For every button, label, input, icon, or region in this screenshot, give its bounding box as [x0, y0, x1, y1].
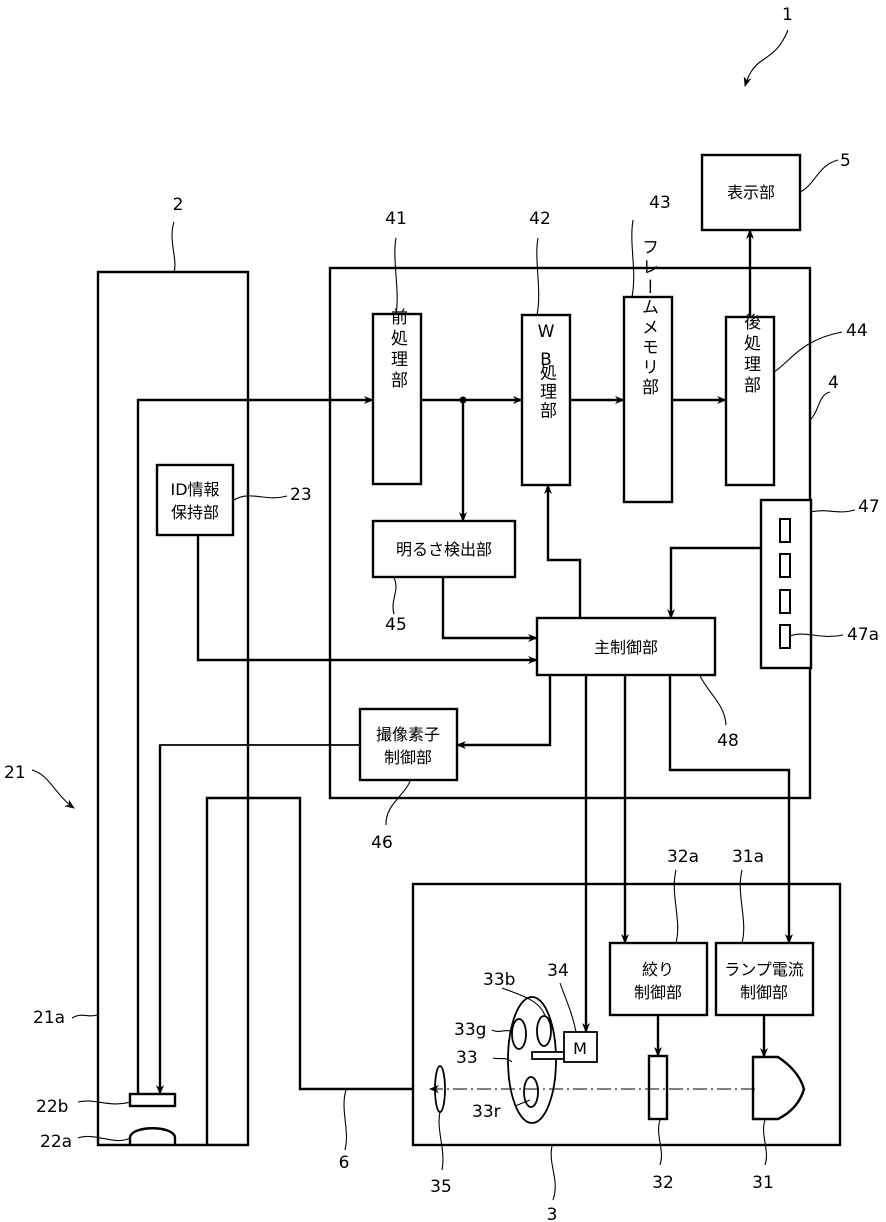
imager-control-block: [360, 709, 457, 780]
pre-processing-label: 前処理部: [387, 308, 408, 392]
ref-panel-button: 47a: [847, 625, 879, 645]
ref-operation-panel: 47: [858, 497, 880, 517]
lamp-current-control-label-1: ランプ電流: [724, 960, 804, 979]
ref-light-guide: 6: [339, 1153, 350, 1173]
ref-post-processing: 44: [846, 321, 868, 341]
ref-light-source: 3: [547, 1205, 558, 1222]
light-source-leader: [551, 1146, 555, 1200]
ref-id-holder: 23: [290, 485, 312, 505]
ref-aperture: 32: [652, 1173, 674, 1193]
lamp-current-control-label-2: 制御部: [740, 983, 788, 1002]
tube-leader: [72, 1015, 97, 1018]
post-processing-label: 後処理部: [740, 313, 761, 397]
ref-processor: 4: [828, 373, 839, 393]
ref-system: 1: [782, 5, 793, 25]
frame-memory-label: フレームメモリ部: [638, 238, 659, 398]
ref-red-filter: 33r: [472, 1102, 501, 1122]
panel-leader: [810, 510, 855, 512]
panel-button: [780, 590, 790, 613]
aperture-control-block: [610, 943, 707, 1015]
ref-insertion-tip: 21: [4, 763, 26, 783]
image-sensor: [130, 1094, 175, 1106]
ref-aperture-control: 32a: [667, 847, 699, 867]
ref-lamp: 31: [752, 1173, 774, 1193]
system-leader: [745, 30, 788, 86]
ref-condenser-lens: 35: [430, 1177, 452, 1197]
display-leader: [800, 160, 838, 192]
main-control-label: 主制御部: [594, 638, 658, 657]
endoscope-body: [98, 272, 248, 1145]
imager-control-label-1: 撮像素子: [376, 725, 440, 744]
aperture-control-label-2: 制御部: [634, 983, 682, 1002]
blue-filter: [537, 1016, 551, 1046]
imager-control-label-2: 制御部: [384, 748, 432, 767]
sensor-leader: [78, 1101, 130, 1104]
motor-label: M: [573, 1039, 587, 1058]
display-label: 表示部: [727, 183, 775, 202]
ref-frame-memory: 43: [649, 193, 671, 213]
endoscope-leader: [172, 222, 175, 272]
ref-wb-processing: 42: [529, 209, 551, 229]
ref-brightness-detection: 45: [385, 615, 407, 635]
ref-display: 5: [840, 151, 851, 171]
id-holder-leader: [234, 496, 287, 500]
ref-main-control: 48: [717, 731, 739, 751]
panel-button: [780, 554, 790, 577]
ref-endoscope: 2: [173, 195, 184, 215]
ref-lamp-current-control: 31a: [732, 847, 764, 867]
light-guide-leader: [344, 1090, 346, 1150]
id-holder-label-2: 保持部: [171, 503, 219, 522]
aperture-control-label-1: 絞り: [642, 960, 674, 979]
insertion-tip-leader: [32, 770, 74, 808]
ref-rotary-filter: 33: [456, 1048, 478, 1068]
id-holder-label-1: ID情報: [170, 480, 219, 499]
green-filter: [512, 1019, 526, 1049]
panel-button: [780, 625, 790, 648]
aperture: [649, 1056, 667, 1119]
ref-pre-processing: 41: [385, 209, 407, 229]
ref-motor: 34: [547, 961, 569, 981]
ref-green-filter: 33g: [454, 1020, 486, 1040]
lamp-current-control-block: [716, 943, 813, 1015]
brightness-detection-label: 明るさ検出部: [396, 540, 492, 559]
ref-tube: 21a: [33, 1008, 65, 1028]
wb-processing-label: 処理部: [536, 363, 557, 420]
ref-blue-filter: 33b: [483, 970, 515, 990]
processor-leader: [810, 392, 830, 420]
motor-shaft: [532, 1052, 564, 1059]
id-holder-block: [157, 465, 233, 535]
objective-lens: [130, 1128, 175, 1145]
ref-imager-control: 46: [371, 833, 393, 853]
panel-button: [780, 519, 790, 542]
ref-objective-lens: 22a: [40, 1132, 72, 1152]
ref-image-sensor: 22b: [36, 1097, 68, 1117]
lens-leader: [78, 1136, 130, 1140]
red-filter: [524, 1077, 538, 1107]
